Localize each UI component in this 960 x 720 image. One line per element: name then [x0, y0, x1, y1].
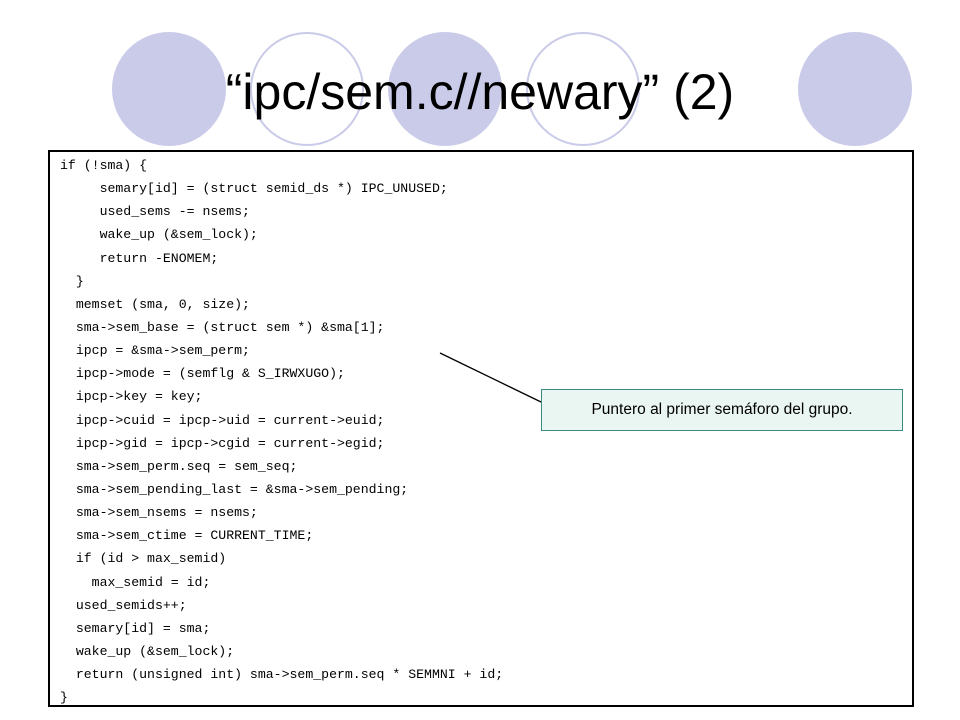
slide-title: “ipc/sem.c//newary” (2): [225, 64, 735, 120]
decor-circle-1: [112, 32, 226, 146]
code-line: ipcp->cuid = ipcp->uid = current->euid;: [60, 412, 385, 428]
code-line: wake_up (&sem_lock);: [60, 227, 258, 243]
code-line: semary[id] = (struct semid_ds *) IPC_UNU…: [60, 181, 448, 197]
decor-circle-2: [250, 32, 364, 146]
callout-note: Puntero al primer semáforo del grupo.: [541, 389, 903, 431]
code-line: ipcp->key = key;: [60, 389, 203, 405]
arrow-line: [439, 352, 554, 412]
code-line: sma->sem_pending_last = &sma->sem_pendin…: [60, 481, 409, 497]
code-line: sma->sem_nsems = nsems;: [60, 505, 258, 521]
code-line: used_sems -= nsems;: [60, 204, 250, 220]
decor-circle-3: [388, 32, 502, 146]
code-line: memset (sma, 0, size);: [60, 296, 250, 312]
code-line: return -ENOMEM;: [60, 250, 219, 266]
code-line: sma->sem_base = (struct sem *) &sma[1];: [60, 319, 385, 335]
code-line: used_semids++;: [60, 597, 187, 613]
code-line: }: [60, 273, 84, 289]
code-line: if (id > max_semid): [60, 551, 227, 567]
code-line: }: [60, 690, 68, 706]
code-line: semary[id] = sma;: [60, 620, 211, 636]
decor-circle-7: [798, 32, 912, 146]
code-line: ipcp->mode = (semflg & S_IRWXUGO);: [60, 366, 345, 382]
decor-circle-4: [526, 32, 640, 146]
code-line: wake_up (&sem_lock);: [60, 643, 235, 659]
code-line: max_semid = id;: [60, 574, 211, 590]
code-line: return (unsigned int) sma->sem_perm.seq …: [60, 667, 504, 683]
code-line: ipcp = &sma->sem_perm;: [60, 343, 250, 359]
code-line: sma->sem_ctime = CURRENT_TIME;: [60, 528, 314, 544]
code-line: if (!sma) {: [60, 158, 148, 173]
code-line: ipcp->gid = ipcp->cgid = current->egid;: [60, 435, 385, 451]
code-line: sma->sem_perm.seq = sem_seq;: [60, 458, 298, 474]
